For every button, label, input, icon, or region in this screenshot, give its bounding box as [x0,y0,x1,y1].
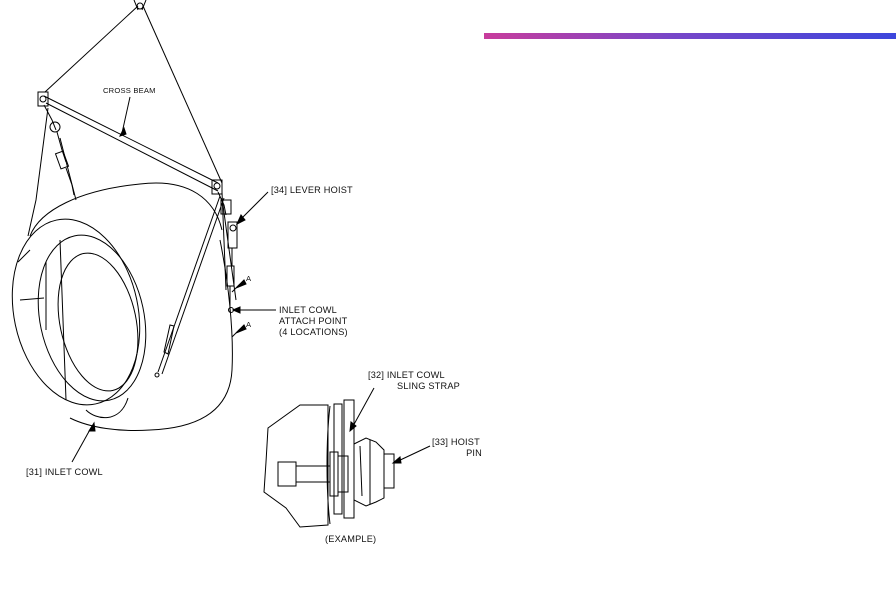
inlet-cowl-label: [31] INLET COWL [26,467,103,477]
cross-beam [37,91,223,195]
lever-hoist-leader [239,191,269,221]
lever-hoist-label: [34] LEVER HOIST [271,185,353,195]
cross-beam-arrowhead [119,126,127,137]
lever-hoist-arrowhead [235,214,246,226]
hoist-pin-arrowhead [391,456,402,464]
sling-legs [44,5,223,184]
attach-point-line-3: (4 LOCATIONS) [279,327,348,337]
inlet-cowl-arrowhead [88,421,96,432]
hoist-pin-detail [263,399,395,528]
support-strut [154,195,225,378]
example-label: (EXAMPLE) [325,534,377,544]
lifting-hook [133,0,147,11]
sling-strap-line-1: [32] INLET COWL [368,370,445,380]
attach-point-label: INLET COWL ATTACH POINT (4 LOCATIONS) [279,305,348,338]
right-hoist-leg [217,191,238,313]
hoist-pin-label: [33] HOIST PIN [432,437,482,459]
attach-point-arrowhead [231,306,241,314]
sling-strap-leader [351,387,375,429]
marker-a-lower-label: A [246,320,252,329]
hoist-pin-line-1: [33] HOIST [432,437,480,447]
sling-strap-label: [32] INLET COWL SLING STRAP [368,370,460,392]
attach-point-line-1: INLET COWL [279,305,337,315]
hoist-pin-leader [395,445,431,463]
left-hoist-leg [27,104,77,237]
cross-beam-label: CROSS BEAM [103,86,156,95]
inlet-cowl-leader [71,425,93,463]
attach-point-line-2: ATTACH POINT [279,316,348,326]
sling-strap-arrowhead [349,421,357,433]
marker-a-upper-label: A [246,274,252,283]
inlet-cowl-body [11,182,233,431]
hoist-pin-line-2: PIN [466,448,482,458]
cross-beam-leader [121,96,131,134]
sling-strap-line-2: SLING STRAP [397,381,460,391]
accent-gradient-bar [484,33,896,39]
